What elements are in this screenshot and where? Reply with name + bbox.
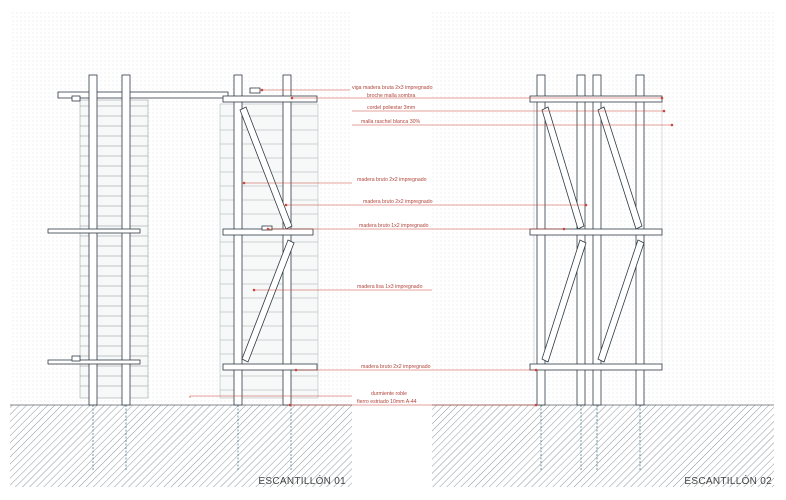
panel-02-double-frame — [529, 74, 663, 406]
rebar-rods — [92, 405, 641, 470]
panel-title-01: ESCANTILLÓN 01 — [258, 474, 346, 487]
panel-01-front-frame — [219, 74, 319, 406]
label-cordel: cordel poliestar 3mm — [367, 105, 415, 111]
label-madera-bruto-2x2-a: madera bruto 2x2 impregnado — [357, 177, 427, 183]
label-malla: malla raschel blanca 30% — [361, 119, 420, 125]
label-broche: broche malla sombra — [367, 93, 416, 99]
panel-title-02: ESCANTILLÓN 02 — [684, 474, 772, 487]
annotation-leaders — [189, 88, 674, 407]
annotation-labels: viga madera bruta 2x3 impregnado broche … — [352, 85, 433, 405]
ground-hatch-left — [10, 405, 352, 487]
panel-01-side-view — [47, 74, 229, 406]
label-viga: viga madera bruta 2x3 impregnado — [352, 85, 433, 91]
label-madera-bruto-2x2-c: madera bruto 2x2 impregnado — [361, 364, 431, 370]
label-madera-bruto-1x2: madera bruto 1x2 impregnado — [359, 223, 429, 229]
label-durmiente: durmiente roble — [371, 391, 407, 397]
label-madera-bruto-2x2-b: madera bruto 2x2 impregnado — [363, 199, 433, 205]
background-grid-right — [432, 10, 774, 408]
ground-hatch-right — [432, 405, 774, 487]
label-madera-lisa-1x3: madera lisa 1x3 impregnado — [357, 284, 423, 290]
label-fierro: fierro estriado 10mm A-44 — [357, 399, 417, 405]
